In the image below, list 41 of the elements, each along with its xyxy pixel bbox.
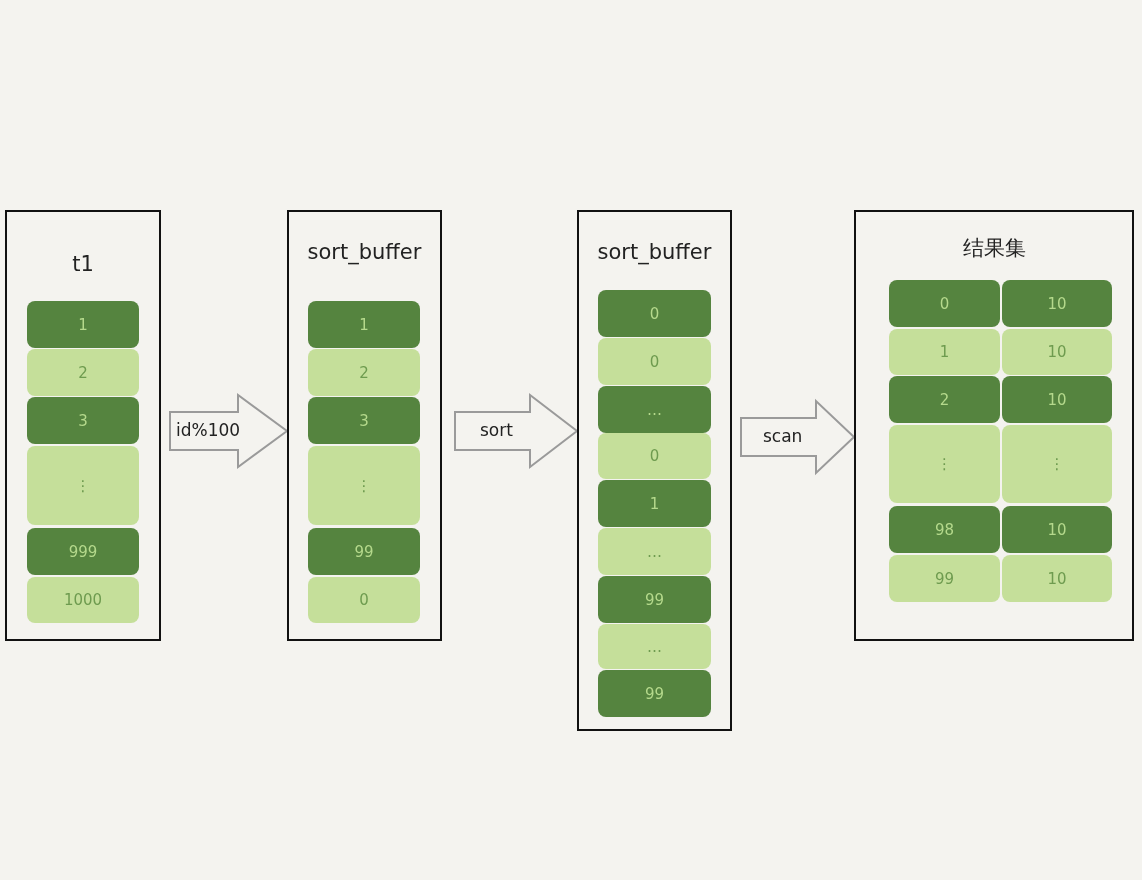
table-cell: 1: [308, 301, 420, 348]
table-panel: [5, 210, 161, 641]
table-cell: …: [598, 624, 711, 669]
table-cell: 10: [1002, 329, 1112, 375]
table-cell: 99: [598, 576, 711, 623]
table-cell: 0: [308, 577, 420, 623]
table-cell: ⋮: [27, 446, 139, 525]
table-cell: 10: [1002, 376, 1112, 423]
table-cell: 3: [27, 397, 139, 444]
table-cell: 1: [27, 301, 139, 348]
panel-heading: 结果集: [961, 235, 1027, 262]
table-cell: 0: [598, 338, 711, 385]
table-cell: 1: [598, 480, 711, 527]
panel-heading: t1: [71, 252, 95, 276]
table-cell: 99: [889, 555, 1000, 602]
panel-heading: sort_buffer: [306, 240, 423, 264]
table-cell: 10: [1002, 280, 1112, 327]
table-cell: 10: [1002, 555, 1112, 602]
table-panel: [577, 210, 732, 731]
table-cell: 1: [889, 329, 1000, 375]
table-cell: 98: [889, 506, 1000, 553]
table-cell: 2: [308, 349, 420, 396]
table-cell: 0: [889, 280, 1000, 327]
table-panel: [854, 210, 1134, 641]
table-cell: 999: [27, 528, 139, 575]
table-cell: 2: [889, 376, 1000, 423]
table-panel: [287, 210, 442, 641]
table-cell: 99: [308, 528, 420, 575]
table-cell: ⋮: [308, 446, 420, 525]
table-cell: 0: [598, 290, 711, 337]
table-cell: 3: [308, 397, 420, 444]
table-cell: 10: [1002, 506, 1112, 553]
table-cell: 0: [598, 433, 711, 479]
table-cell: ⋮: [889, 425, 1000, 503]
panel-heading: sort_buffer: [596, 240, 713, 264]
table-cell: ⋮: [1002, 425, 1112, 503]
table-cell: …: [598, 528, 711, 575]
table-cell: 2: [27, 349, 139, 396]
table-cell: …: [598, 386, 711, 433]
table-cell: 1000: [27, 577, 139, 623]
table-cell: 99: [598, 670, 711, 717]
